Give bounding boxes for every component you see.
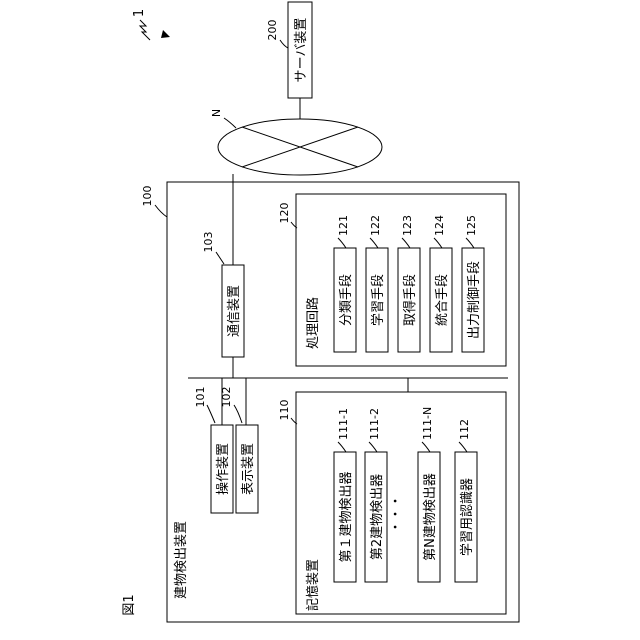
processing-unit-label-4: 統合手段 <box>435 274 450 326</box>
operation-label: 操作装置 <box>215 443 231 495</box>
network-leader <box>224 118 236 128</box>
storage-unit-leader-4 <box>459 442 467 452</box>
storage-unit-leader-1 <box>338 442 346 452</box>
server-leader <box>280 40 288 48</box>
processing-unit-ref-5: 125 <box>465 215 478 236</box>
comm-leader <box>216 252 224 264</box>
system-leader <box>140 20 150 40</box>
apparatus-ref: 100 <box>141 186 154 207</box>
storage-unit-leader-2 <box>369 442 377 452</box>
storage-label: 記憶装置 <box>305 559 321 611</box>
operation-leader <box>207 405 215 423</box>
storage-unit-label-4: 学習用認識器 <box>459 478 475 556</box>
processing-unit-leader-5 <box>466 238 474 248</box>
server-ref: 200 <box>266 20 279 41</box>
processing-unit-ref-1: 121 <box>337 215 350 236</box>
storage-unit-leader-3 <box>422 442 430 452</box>
processing-unit-label-3: 取得手段 <box>402 274 418 326</box>
system-ref: 1 <box>132 9 147 17</box>
processing-unit-leader-3 <box>402 238 410 248</box>
processing-unit-label-1: 分類手段 <box>339 274 354 326</box>
processing-units: 分類手段 121 学習手段 122 取得手段 123 統合手段 124 出力制御手段 125 <box>334 215 484 352</box>
operation-ref: 101 <box>194 387 207 408</box>
server-label: サーバ装置 <box>294 18 309 83</box>
system-arrow-head <box>161 30 170 38</box>
processing-unit-label-5: 出力制御手段 <box>467 261 482 339</box>
storage-unit-ref-1: 111-1 <box>337 408 350 440</box>
processing-unit-label-2: 学習手段 <box>370 274 386 326</box>
processing-unit-ref-4: 124 <box>433 215 446 236</box>
storage-unit-ref-2: 111-2 <box>368 408 381 440</box>
comm-label: 通信装置 <box>227 285 242 337</box>
display-leader <box>234 405 242 423</box>
processing-unit-leader-2 <box>370 238 378 248</box>
comm-ref: 103 <box>202 232 215 253</box>
processing-unit-ref-2: 122 <box>369 215 382 236</box>
storage-unit-ref-4: 112 <box>458 419 471 440</box>
processing-unit-ref-3: 123 <box>401 215 414 236</box>
display-label: 表示装置 <box>241 443 256 495</box>
storage-unit-ref-3: 111-N <box>421 407 434 440</box>
storage-units: 第１建物検出器 111-1 第2建物検出器 111-2 第N建物検出器 111-N 学習用認… <box>334 407 477 582</box>
processing-unit-leader-1 <box>338 238 346 248</box>
storage-unit-label-3: 第N建物検出器 <box>423 473 438 561</box>
apparatus-label: 建物検出装置 <box>174 521 189 599</box>
processing-ref: 120 <box>278 203 291 224</box>
apparatus-leader <box>155 205 167 217</box>
storage-ref: 110 <box>278 400 291 421</box>
processing-label: 処理回路 <box>305 297 321 349</box>
display-ref: 102 <box>220 387 233 408</box>
network-ref: N <box>210 109 223 117</box>
storage-unit-label-2: 第2建物検出器 <box>370 474 385 560</box>
figure-label: 図1 <box>122 594 137 615</box>
storage-ellipsis: ・・・ <box>389 494 404 533</box>
processing-unit-leader-4 <box>434 238 442 248</box>
storage-unit-label-1: 第１建物検出器 <box>339 471 354 562</box>
